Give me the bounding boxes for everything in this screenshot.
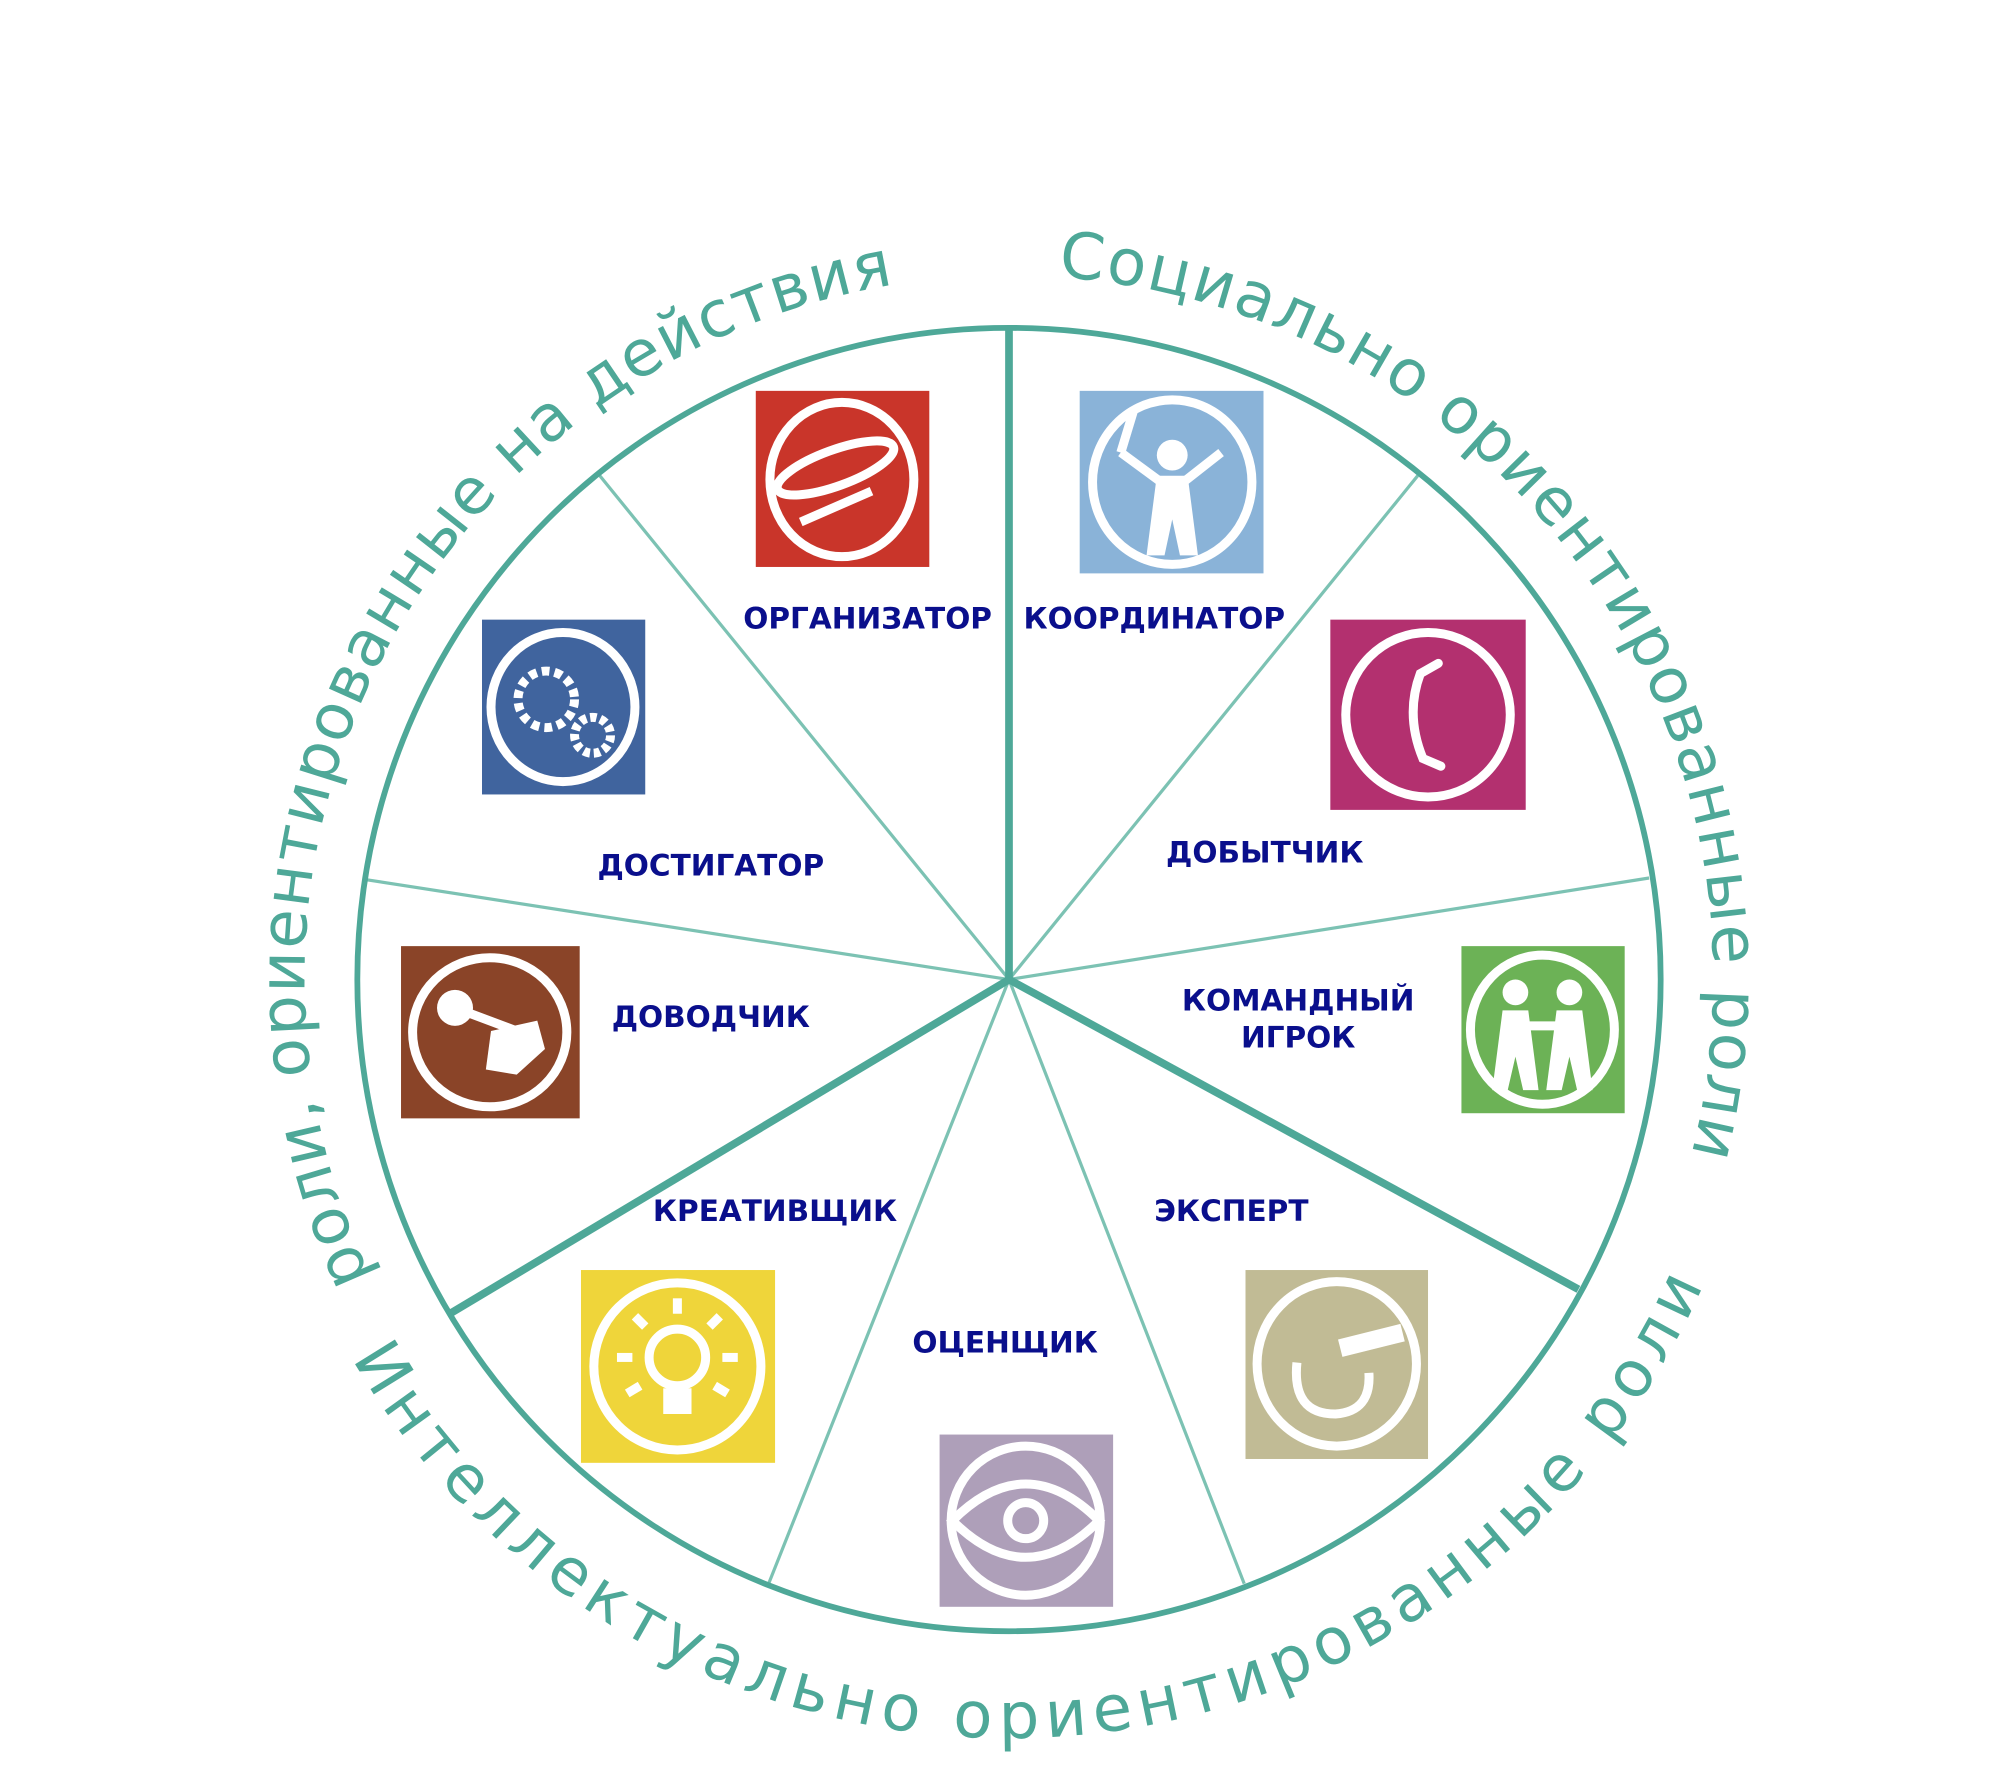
whip-icon <box>765 397 919 562</box>
role-specialist: ЭКСПЕРТ <box>1154 1194 1429 1459</box>
spoke-line <box>363 877 1010 982</box>
role-label: ДОВОДЧИК <box>612 1000 810 1034</box>
conductor-icon <box>1088 395 1257 569</box>
micrometer-icon <box>1252 1277 1421 1451</box>
role-label: ДОСТИГАТОР <box>597 848 824 882</box>
lightbulb-icon <box>589 1278 766 1455</box>
group-dividers <box>447 329 1581 1318</box>
role-label: ЭКСПЕРТ <box>1154 1194 1308 1228</box>
role-completer: ДОВОДЧИК <box>401 946 810 1119</box>
phone-icon <box>1341 628 1515 802</box>
role-resource-investigator: ДОБЫТЧИК <box>1166 619 1526 870</box>
divider-line <box>1007 976 1581 1293</box>
role-organizer: ОРГАНИЗАТОР <box>743 390 992 636</box>
eye-icon <box>946 1441 1106 1600</box>
role-label: ДОБЫТЧИК <box>1166 836 1363 870</box>
thin-spokes <box>363 472 1650 1585</box>
wrench-icon <box>408 953 572 1112</box>
role-monitor-evaluator: ОЦЕНЩИК <box>912 1325 1114 1607</box>
gears-icon <box>486 628 640 787</box>
spoke-line <box>1007 978 1246 1585</box>
role-label: ИГРОК <box>1241 1021 1355 1055</box>
role-label: КРЕАТИВЩИК <box>653 1194 897 1228</box>
two-people-icon <box>1465 950 1619 1109</box>
wheel-ring <box>354 324 1664 1635</box>
role-plant: КРЕАТИВЩИК <box>580 1194 897 1463</box>
spoke-line <box>1007 474 1419 981</box>
spoke-line <box>1008 876 1650 982</box>
spoke-line <box>596 472 1011 981</box>
role-label: КОМАНДНЫЙ <box>1182 982 1415 1017</box>
role-coordinator: КООРДИНАТОР <box>1023 390 1285 636</box>
role-label: ОЦЕНЩИК <box>912 1325 1097 1359</box>
divider-line <box>447 976 1011 1318</box>
role-achiever: ДОСТИГАТОР <box>482 619 824 882</box>
role-team-player: КОМАНДНЫЙ ИГРОК <box>1182 946 1625 1114</box>
role-label: КООРДИНАТОР <box>1023 602 1285 636</box>
role-label: ОРГАНИЗАТОР <box>743 602 992 636</box>
spoke-line <box>767 978 1011 1585</box>
